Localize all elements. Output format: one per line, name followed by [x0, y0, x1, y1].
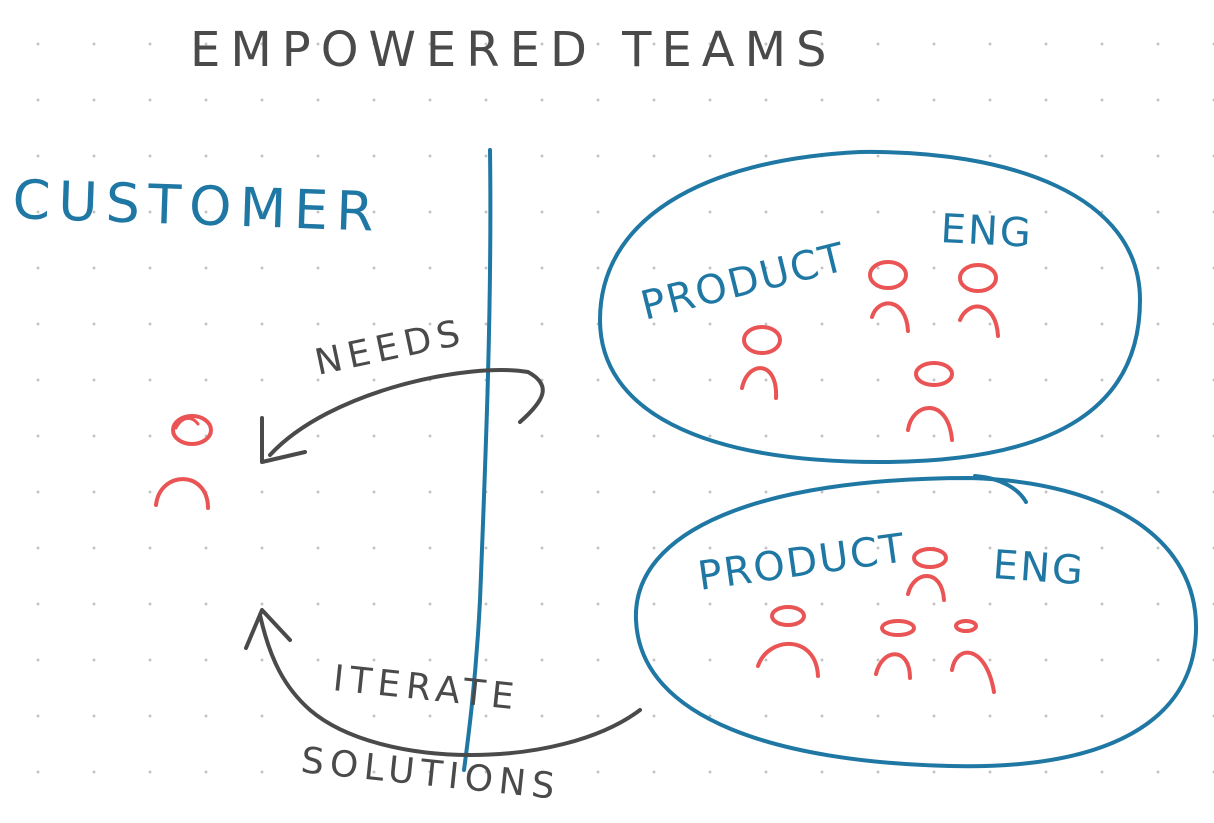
team-1-group: PRODUCT ENG — [598, 149, 1142, 464]
team-2-member-4-icon — [950, 619, 996, 694]
iterate-arrow-icon — [244, 608, 642, 757]
divider-line — [462, 148, 493, 772]
team-2-member-2-icon — [756, 605, 820, 678]
team-1-product-label: PRODUCT — [636, 234, 851, 329]
customer-label: CUSTOMER — [12, 168, 383, 244]
team-1-ellipse — [598, 149, 1142, 464]
iterate-label: ITERATE — [331, 658, 522, 718]
page-title: EMPOWERED TEAMS — [190, 22, 837, 78]
team-1-member-4-icon — [906, 361, 954, 442]
team-2-member-1-icon — [906, 547, 948, 602]
team-1-member-3-icon — [958, 263, 1000, 338]
team-1-member-1-icon — [740, 325, 782, 400]
team-1-eng-label: ENG — [939, 206, 1033, 257]
team-2-ellipse — [633, 476, 1199, 769]
needs-arrow-icon — [260, 368, 545, 464]
team-2-product-label: PRODUCT — [695, 525, 909, 600]
team-2-group: PRODUCT ENG — [633, 474, 1199, 769]
needs-label: NEEDS — [311, 312, 469, 384]
customer-person-icon — [154, 414, 213, 510]
team-2-eng-label: ENG — [991, 542, 1086, 594]
team-2-member-3-icon — [874, 619, 916, 680]
team-1-member-2-icon — [868, 260, 910, 333]
